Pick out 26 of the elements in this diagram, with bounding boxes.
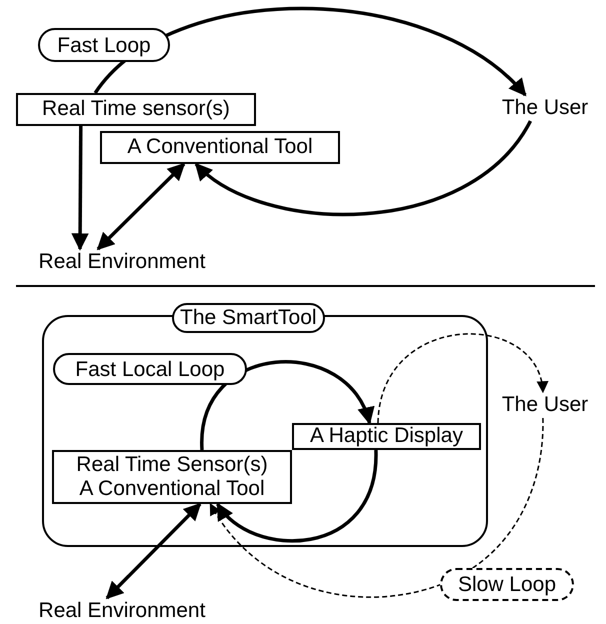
box-text: Real Time Sensor(s) xyxy=(76,452,268,477)
node-text: The User xyxy=(502,96,588,120)
process-box xyxy=(100,131,340,164)
node-text: Real Environment xyxy=(38,598,206,624)
frame-title: The SmartTool xyxy=(172,303,325,333)
process-box xyxy=(52,450,292,504)
dashed-arrow xyxy=(377,334,547,424)
node-text: The User xyxy=(502,392,588,418)
arrow xyxy=(106,502,202,600)
edge-label: Fast Loop xyxy=(38,28,170,62)
arrow xyxy=(96,162,186,250)
arrow xyxy=(194,120,532,216)
box-text: Real Time sensor(s) xyxy=(42,97,230,122)
edge-label: Slow Loop xyxy=(440,568,574,601)
box-text: A Haptic Display xyxy=(310,424,463,449)
box-text: A Conventional Tool xyxy=(79,477,265,502)
edge-label: Fast Local Loop xyxy=(53,353,247,385)
arrow xyxy=(94,6,526,96)
process-box xyxy=(292,423,481,450)
arrow xyxy=(200,360,372,450)
dashed-arrow xyxy=(210,418,544,598)
process-box xyxy=(16,93,256,126)
arrow xyxy=(216,450,378,543)
node-text: Real Environment xyxy=(38,250,206,274)
box-text: A Conventional Tool xyxy=(127,135,313,160)
arrow xyxy=(71,126,89,251)
